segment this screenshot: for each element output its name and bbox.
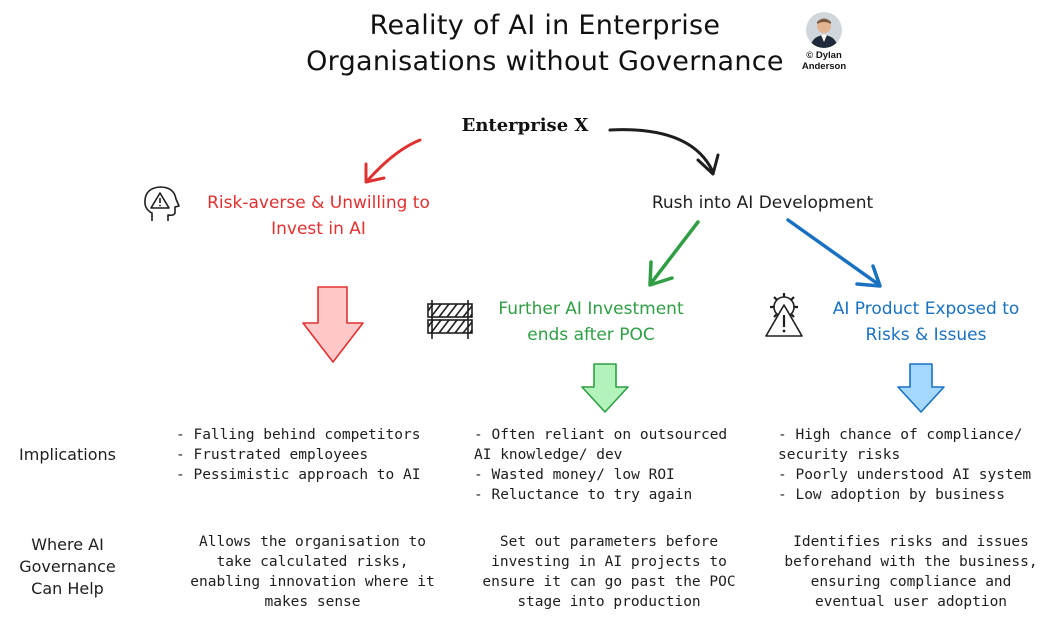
gear-warning-icon [765, 293, 803, 337]
help-line: eventual user adoption [814, 594, 1008, 610]
list-item: - Falling behind competitors [176, 427, 421, 443]
credit-line-1: © Dylan [806, 50, 842, 61]
exposed-line-1: AI Product Exposed to [832, 299, 1020, 319]
page-title: Reality of AI in Enterprise Organisation… [250, 8, 840, 80]
arrow-to-poc [648, 220, 700, 287]
head-warning-icon [144, 186, 180, 221]
implications-col-3: - High chance of compliance/ security ri… [778, 425, 1048, 505]
exposed-label: AI Product Exposed to Risks & Issues [806, 296, 1046, 348]
help-line: beforehand with the business, [784, 554, 1038, 570]
help-line: investing in AI projects to [491, 554, 727, 570]
implications-col-1: - Falling behind competitors - Frustrate… [176, 425, 456, 485]
row-header-implications: Implications [19, 445, 116, 464]
help-line: Set out parameters before [499, 534, 719, 550]
root-node: Enterprise X [461, 115, 589, 136]
arrow-to-rush [608, 128, 720, 176]
green-down-arrow-icon [581, 363, 629, 413]
poc-label: Further AI Investment ends after POC [475, 296, 707, 348]
help-line: ensuring compliance and [810, 574, 1012, 590]
help-line: makes sense [264, 594, 361, 610]
risk-averse-label: Risk-averse & Unwilling to Invest in AI [186, 190, 451, 242]
implications-col-2: - Often reliant on outsourced AI knowled… [474, 425, 754, 505]
help-line: enabling innovation where it [190, 574, 435, 590]
row-header-governance-help: Where AI Governance Can Help [0, 534, 135, 600]
poc-line-2: ends after POC [527, 325, 655, 345]
list-item: security risks [778, 447, 901, 463]
list-item: - Low adoption by business [778, 487, 1005, 503]
help-line: take calculated risks, [216, 554, 409, 570]
governance-help-col-2: Set out parameters before investing in A… [464, 532, 754, 612]
poc-line-1: Further AI Investment [498, 299, 684, 319]
credit: © Dylan Anderson [790, 50, 858, 72]
help-line: stage into production [517, 594, 701, 610]
arrow-to-risk-averse [364, 138, 422, 184]
title-line-2: Organisations without Governance [306, 46, 784, 77]
exposed-line-2: Risks & Issues [865, 325, 987, 345]
credit-line-2: Anderson [801, 61, 847, 72]
list-item: - High chance of compliance/ [778, 427, 1023, 443]
list-item: AI knowledge/ dev [474, 447, 623, 463]
help-header-line-2: Governance [19, 557, 116, 576]
list-item: - Poorly understood AI system [778, 467, 1032, 483]
help-header-line-3: Can Help [31, 579, 104, 598]
red-down-arrow-icon [302, 286, 364, 363]
title-line-1: Reality of AI in Enterprise [369, 10, 721, 41]
barrier-icon [427, 300, 473, 339]
help-line: Identifies risks and issues [793, 534, 1029, 550]
list-item: - Pessimistic approach to AI [176, 467, 421, 483]
blue-down-arrow-icon [897, 363, 945, 413]
list-item: - Frustrated employees [176, 447, 369, 463]
risk-averse-line-1: Risk-averse & Unwilling to [207, 193, 430, 213]
list-item: - Often reliant on outsourced [474, 427, 728, 443]
help-line: Allows the organisation to [199, 534, 426, 550]
avatar [806, 12, 842, 48]
list-item: - Wasted money/ low ROI [474, 467, 675, 483]
rush-label: Rush into AI Development [651, 193, 874, 213]
help-header-line-1: Where AI [31, 535, 104, 554]
governance-help-col-3: Identifies risks and issues beforehand w… [772, 532, 1050, 612]
governance-help-col-1: Allows the organisation to take calculat… [170, 532, 455, 612]
risk-averse-line-2: Invest in AI [271, 219, 366, 239]
arrow-to-exposed [786, 218, 882, 288]
help-line: ensure it can go past the POC [482, 574, 736, 590]
author-photo [806, 12, 842, 48]
list-item: - Reluctance to try again [474, 487, 693, 503]
